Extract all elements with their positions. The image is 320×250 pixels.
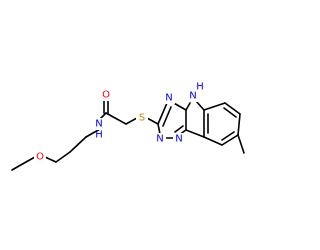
thioether-sulfur-symbol: S (139, 113, 145, 124)
amide-oxygen-symbol: O (102, 90, 110, 101)
triazine-n2-symbol: N (156, 134, 163, 145)
bonds (11, 100, 245, 171)
bond-c9b-c9a (185, 129, 205, 138)
indole-nitrogen-symbol: N (189, 91, 196, 102)
bond-ethyl-o (25, 156, 36, 163)
bond-benzene-5 (203, 136, 223, 146)
bond-propyl-1 (55, 151, 71, 163)
bond-benzene-2 (224, 102, 241, 115)
bond-propyl-2 (69, 136, 87, 153)
bond-benzene-4b (221, 131, 235, 141)
bond-propyl-n (85, 128, 101, 138)
bond-carbonyl-ch2 (105, 112, 127, 125)
amide-oxygen-label: O (100, 89, 112, 101)
bond-c3-n4-2 (162, 106, 172, 127)
amide-hydrogen-symbol: H (95, 130, 103, 141)
amide-nitrogen-symbol: N (95, 119, 102, 130)
triazine-n4-label: N (163, 92, 175, 104)
bond-n5-c5a (195, 100, 205, 111)
bond-methyl (237, 134, 245, 154)
chemical-structure-diagram: O O N H S N N H N N (11, 82, 245, 171)
amide-nitrogen-label: N H (93, 118, 105, 141)
bond-c4a-n5 (185, 102, 191, 111)
bond-c9b-n1-2 (174, 125, 184, 133)
atom-labels: O O N H S N N H N N (34, 82, 204, 163)
bond-ch2-s (125, 117, 138, 125)
ether-oxygen-symbol: O (36, 152, 44, 163)
bond-n2-c3 (157, 123, 161, 135)
bond-ethyl-ch3 (11, 161, 27, 171)
triazine-n1-label: N (173, 133, 185, 145)
bond-benzene-1 (203, 102, 226, 111)
bond-benzene-4 (221, 134, 239, 146)
triazine-n4-symbol: N (165, 93, 172, 104)
bond-benzene-2b (223, 107, 237, 118)
indole-hydrogen-symbol: H (196, 82, 204, 93)
triazine-n2-label: N (154, 133, 166, 145)
bond-o-propyl (44, 156, 57, 163)
indole-nitrogen-label: N H (187, 82, 204, 102)
thioether-sulfur-label: S (136, 112, 148, 124)
bond-c3-n4-1 (157, 102, 168, 125)
bond-benzene-3 (237, 113, 241, 136)
triazine-n1-symbol: N (175, 134, 182, 145)
ether-oxygen-label: O (34, 151, 46, 163)
bond-s-c3 (146, 117, 159, 125)
